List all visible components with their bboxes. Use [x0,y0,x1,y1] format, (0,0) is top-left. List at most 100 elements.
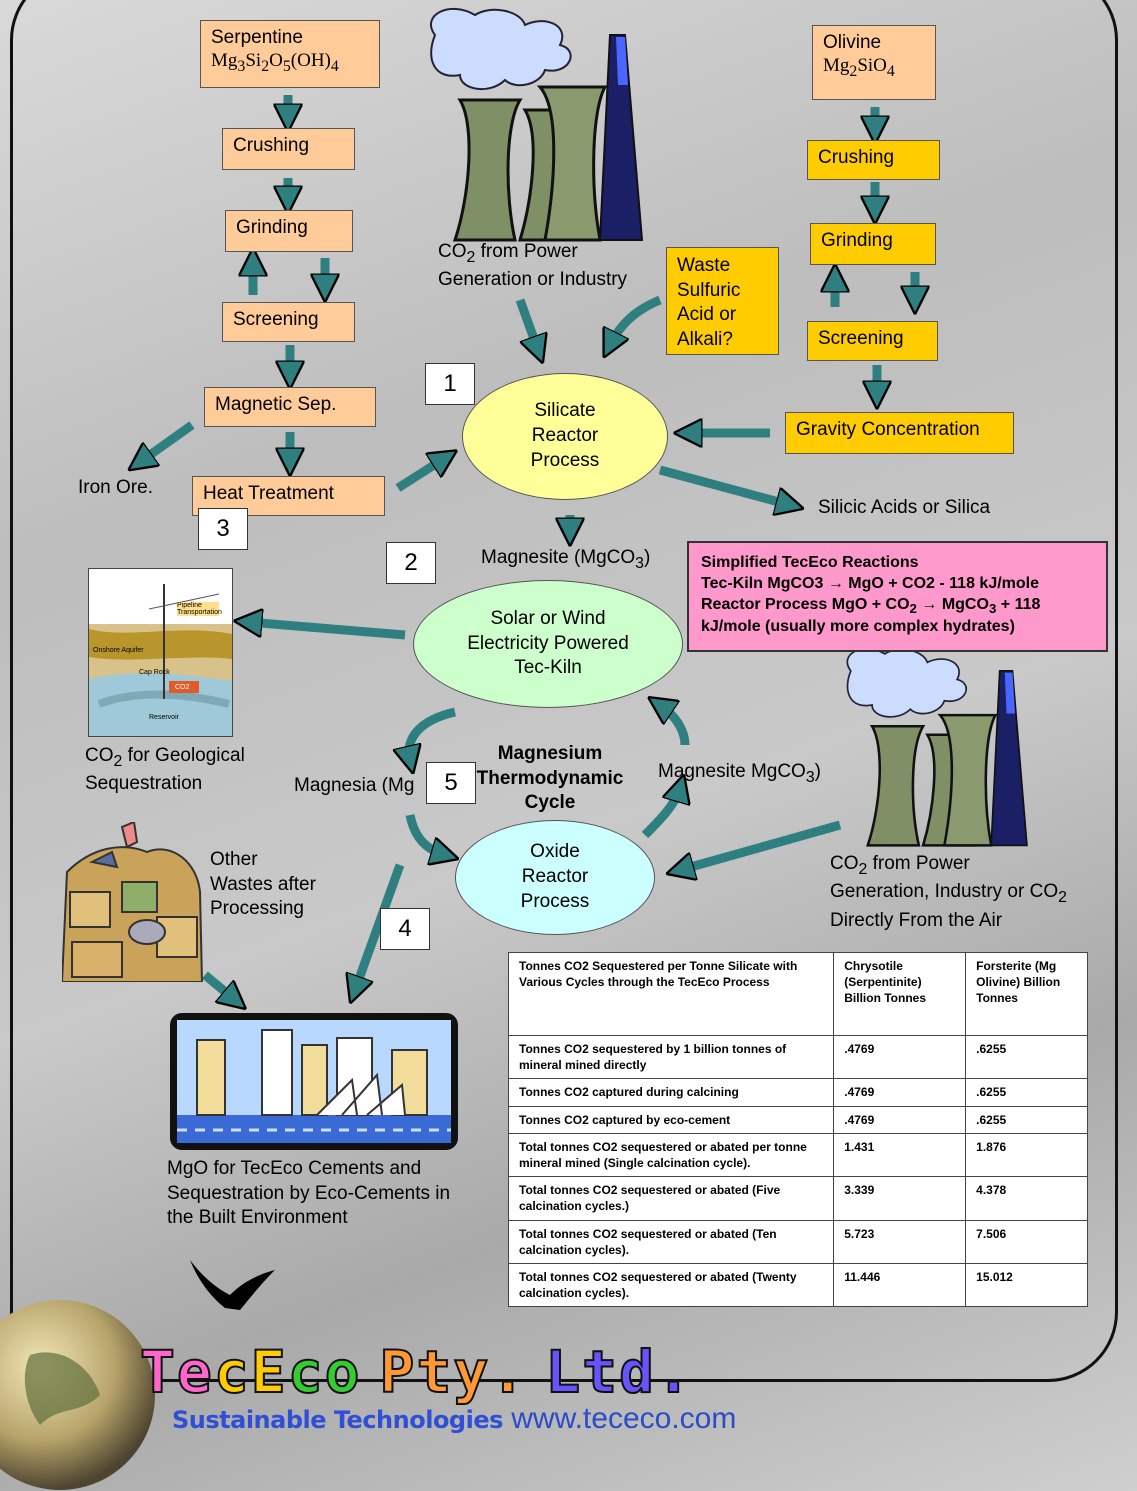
arrow-kiln-geo [248,622,406,640]
website-link[interactable]: www.tececo.com [511,1402,737,1435]
table-cell: 15.012 [965,1262,1088,1308]
brand-letter: . [655,1337,693,1407]
table-cell: .4769 [833,1034,967,1080]
arrow-magnesite-kiln [660,705,690,746]
brand-letter: o [324,1337,362,1407]
serpentine-name: Serpentine [211,27,303,48]
geo-label-pipeline: Pipeline Transportation [177,602,222,616]
geo-label-reservoir: Reservoir [149,714,179,721]
arrow-kiln-magnesia [409,707,457,760]
tec-kiln-ellipse: Solar or Wind Electricity Powered Tec-Ki… [413,580,683,708]
silicate-reactor-label: Silicate Reactor Process [530,400,600,471]
brand-letter: d [618,1337,656,1407]
screening-right-box: Screening [807,321,938,361]
table-header-row: Tonnes CO2 Sequestered per Tonne Silicat… [507,952,1088,1036]
reactions-line1: Tec-Kiln MgCO3 → MgO + CO2 - 118 kJ/mole [701,574,1040,592]
power-plant-top-image [430,7,644,242]
arrow-oxide-mgo [355,863,405,990]
brand-letter: e [176,1337,214,1407]
grinding-right-box: Grinding [810,223,936,265]
table-row: Total tonnes CO2 sequestered or abated (… [507,1176,1088,1221]
crushing-left-box: Crushing [222,128,355,170]
geo-label-aquifer: Onshore Aquifer [93,647,144,654]
arrow-acid-silicate [610,295,662,345]
table-header-cell: Chrysotile (Serpentinite) Billion Tonnes [833,952,967,1036]
table-cell: 4.378 [965,1176,1088,1221]
step-number-2: 2 [386,542,436,584]
step-number-1: 1 [425,363,475,405]
waste-acid-box: Waste Sulfuric Acid or Alkali? [666,247,779,355]
arrow-co2-silicate [515,298,538,350]
table-cell: 7.506 [965,1219,1088,1264]
magnesite-cycle-label: Magnesite MgCO3) [658,761,821,786]
serpentine-box: Serpentine Mg3Si2O5(OH)4 [200,20,380,88]
brand-letter: c [213,1337,251,1407]
brand-letter: t [415,1337,454,1407]
table-cell: 5.723 [833,1219,967,1264]
tec-kiln-label: Solar or Wind Electricity Powered Tec-Ki… [467,607,629,679]
grinding-left-box: Grinding [225,210,353,252]
table-row: Total tonnes CO2 sequestered or abated (… [507,1262,1088,1308]
olivine-name: Olivine [823,32,882,53]
geo-sequestration-image: Pipeline Transportation Onshore Aquifer … [88,568,233,737]
iron-ore-label: Iron Ore. [78,477,153,498]
table-cell: .4769 [833,1105,967,1134]
brand-letter: L [544,1337,583,1407]
gravity-concentration-box: Gravity Concentration [785,412,1014,454]
table-row: Tonnes CO2 sequestered by 1 billion tonn… [507,1034,1088,1080]
brand-letter: P [379,1337,417,1407]
sequestration-table: Tonnes CO2 Sequestered per Tonne Silicat… [507,952,1088,1308]
arrow-wastes-mgo [202,971,235,1000]
serpentine-formula: Mg3Si2O5(OH)4 [211,49,339,75]
table-cell: 1.876 [965,1132,1088,1178]
table-header-cell: Tonnes CO2 Sequestered per Tonne Silicat… [507,952,835,1036]
arrow-mag-iron [140,421,195,462]
city-image [170,1013,458,1150]
table-cell: Total tonnes CO2 sequestered or abated (… [507,1219,835,1264]
magnesia-label: Magnesia (Mg [294,775,415,796]
tagline-text: Sustainable Technologies [172,1406,503,1434]
power-plant-right-image [846,647,1028,847]
table-cell: Tonnes CO2 captured by eco-cement [507,1105,835,1134]
brand-letter: E [250,1337,288,1407]
other-wastes-label: Other Wastes after Processing [210,849,316,920]
cycle-title-label: Magnesium Thermodynamic Cycle [476,743,624,814]
table-cell: Tonnes CO2 captured during calcining [507,1078,835,1107]
table-cell: .6255 [965,1078,1088,1107]
table-cell: 11.446 [833,1262,967,1308]
mgo-cements-label: MgO for TecEco Cements and Sequestration… [167,1158,451,1229]
olivine-box: Olivine Mg2SiO4 [812,25,936,100]
arrow-magnesia-oxide [405,813,445,855]
step-number-4: 4 [380,908,430,950]
arrow-silicate-silicic [658,465,790,505]
reactions-title: Simplified TecEco Reactions [701,554,919,571]
table-cell: .6255 [965,1034,1088,1080]
table-header-cell: Forsterite (Mg Olivine) Billion Tonnes [965,952,1088,1036]
brand-letter: y [452,1337,491,1407]
table-cell: Tonnes CO2 sequestered by 1 billion tonn… [507,1034,835,1080]
step-number-3: 3 [198,508,248,550]
oxide-reactor-label: Oxide Reactor Process [520,841,590,912]
brand-letter: t [581,1337,620,1407]
bird-icon [190,1260,275,1310]
table-row: Tonnes CO2 captured by eco-cement .4769 … [507,1105,1088,1134]
reactions-line2: Reactor Process MgO + CO2 → MgCO3 + 118 … [701,595,1041,636]
arrow-oxide-magnesite [641,788,680,839]
geo-label-caprock: Cap Rock [139,669,170,676]
table-cell: .6255 [965,1105,1088,1134]
table-cell: 3.339 [833,1176,967,1221]
heat-treatment-box: Heat Treatment [192,476,385,516]
magnetic-sep-box: Magnetic Sep. [204,387,376,427]
silicate-reactor-ellipse: Silicate Reactor Process [462,373,668,500]
oxide-reactor-ellipse: Oxide Reactor Process [455,820,655,935]
crushing-right-box: Crushing [807,140,940,180]
reactions-box: Simplified TecEco Reactions Tec-Kiln MgC… [687,541,1108,652]
magnesite-top-label: Magnesite (MgCO3) [481,547,651,572]
brand-logo: TecEco Pty. Ltd. [139,1337,693,1407]
table-row: Total tonnes CO2 sequestered or abated (… [507,1219,1088,1264]
brand-letter: c [287,1337,325,1407]
silicic-acids-label: Silicic Acids or Silica [818,497,991,518]
